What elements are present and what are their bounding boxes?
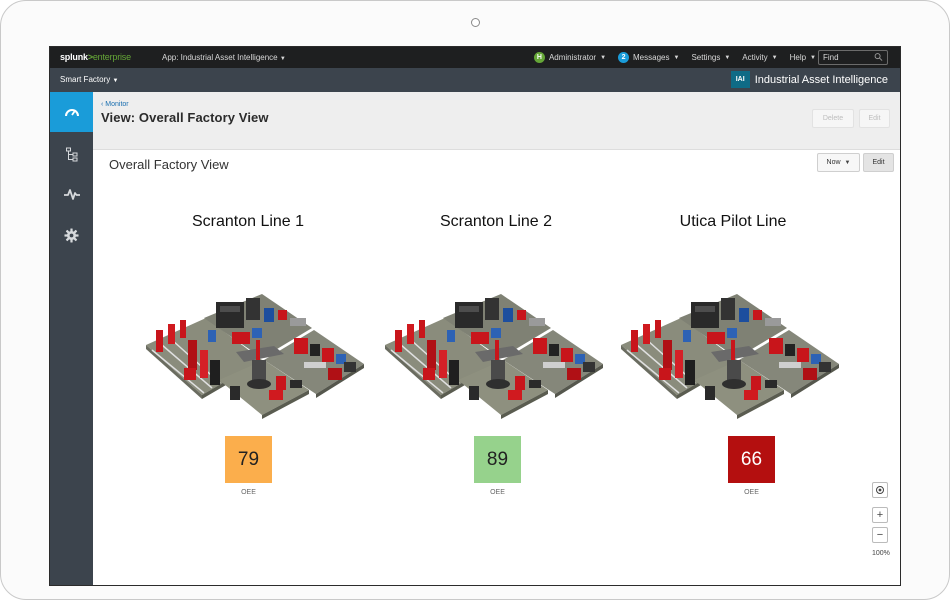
line-title: Scranton Line 1	[191, 213, 305, 230]
time-picker-button[interactable]: Now ▼	[817, 153, 860, 172]
oee-value-tile[interactable]: 66	[728, 436, 775, 483]
app-nav-label: Smart Factory	[60, 75, 111, 84]
oee-label: OEE	[241, 489, 256, 496]
dashboard-gauge-icon	[64, 109, 79, 117]
gear-icon	[64, 227, 79, 243]
avatar: H	[533, 52, 545, 63]
find-input[interactable]: Find	[818, 50, 888, 65]
main-content: Overall Factory View Now ▼ Edit Scranton…	[93, 150, 900, 585]
oee-value-tile[interactable]: 79	[225, 436, 272, 483]
messages-menu-label: Messages	[633, 53, 670, 62]
activity-menu[interactable]: Activity ▼	[742, 53, 777, 62]
zoom-out-button[interactable]: −	[872, 527, 888, 543]
app-bar: Smart Factory ▼ IAI Industrial Asset Int…	[50, 68, 900, 92]
caret-down-icon: ▼	[844, 159, 851, 166]
view-header: ‹ Monitor View: Overall Factory View Del…	[93, 92, 900, 150]
user-menu[interactable]: H Administrator ▼	[533, 52, 607, 63]
top-bar: splunk>enterprise App: Industrial Asset …	[50, 47, 900, 68]
help-menu-label: Help	[789, 53, 807, 62]
side-nav-activity[interactable]	[50, 174, 93, 214]
asset-tree-icon	[65, 147, 77, 161]
panel-title: Overall Factory View	[109, 157, 229, 172]
user-menu-label: Administrator	[548, 53, 597, 62]
edit-view-button[interactable]: Edit	[859, 109, 890, 128]
settings-menu[interactable]: Settings ▼	[691, 53, 730, 62]
app-menu[interactable]: App: Industrial Asset Intelligence ▼	[162, 53, 286, 62]
side-nav-asset-tree[interactable]	[50, 134, 93, 174]
find-placeholder: Find	[823, 53, 839, 62]
caret-down-icon: ▼	[810, 54, 816, 61]
oee-label: OEE	[490, 489, 505, 496]
app-brand: IAI Industrial Asset Intelligence	[730, 71, 888, 88]
line-title: Scranton Line 2	[439, 213, 553, 230]
activity-pulse-icon	[63, 189, 80, 200]
time-picker-label: Now	[826, 159, 841, 166]
logo-gt-text: >	[87, 52, 93, 62]
edit-panel-button[interactable]: Edit	[863, 153, 894, 172]
caret-down-icon: ▼	[771, 54, 778, 61]
crosshair-icon	[876, 486, 884, 494]
zoom-level: 100%	[872, 550, 890, 557]
side-nav	[50, 92, 93, 585]
delete-button[interactable]: Delete	[812, 109, 854, 128]
screen: splunk>enterprise App: Industrial Asset …	[49, 46, 901, 586]
top-right-menu: H Administrator ▼ 2 Messages ▼ Settings …	[533, 52, 816, 63]
camera-icon	[471, 18, 480, 27]
logo-main-text: splunk	[60, 52, 88, 62]
chevron-left-icon: ‹	[101, 101, 104, 108]
factory-model-image[interactable]	[144, 290, 366, 420]
line-title: Utica Pilot Line	[679, 213, 787, 230]
splunk-logo[interactable]: splunk>enterprise	[60, 52, 131, 62]
app-menu-label: App: Industrial Asset Intelligence	[162, 53, 278, 62]
settings-menu-label: Settings	[691, 53, 721, 62]
messages-count-badge: 2	[618, 52, 630, 63]
app-brand-name: Industrial Asset Intelligence	[754, 73, 888, 86]
app-nav-smart-factory[interactable]: Smart Factory ▼	[60, 75, 118, 84]
caret-down-icon: ▼	[724, 54, 731, 61]
caret-down-icon: ▼	[112, 78, 119, 84]
search-icon	[874, 53, 883, 61]
logo-sub-text: enterprise	[92, 52, 131, 62]
factory-model-image[interactable]	[619, 290, 841, 420]
caret-down-icon: ▼	[600, 54, 607, 61]
side-nav-settings[interactable]	[50, 215, 93, 255]
help-menu[interactable]: Help ▼	[790, 53, 816, 62]
caret-down-icon: ▼	[279, 56, 286, 62]
side-nav-dashboard[interactable]	[50, 92, 93, 132]
breadcrumb-label: Monitor	[105, 101, 129, 108]
breadcrumb[interactable]: ‹ Monitor	[101, 101, 129, 108]
oee-label: OEE	[744, 489, 759, 496]
messages-menu[interactable]: 2 Messages ▼	[618, 52, 679, 63]
zoom-in-button[interactable]: +	[872, 507, 888, 523]
recenter-button[interactable]	[872, 482, 888, 498]
caret-down-icon: ▼	[673, 54, 680, 61]
app-logo-icon: IAI	[730, 71, 750, 88]
activity-menu-label: Activity	[742, 53, 768, 62]
page-title: View: Overall Factory View	[101, 110, 269, 125]
factory-model-image[interactable]	[383, 290, 605, 420]
oee-value-tile[interactable]: 89	[474, 436, 521, 483]
